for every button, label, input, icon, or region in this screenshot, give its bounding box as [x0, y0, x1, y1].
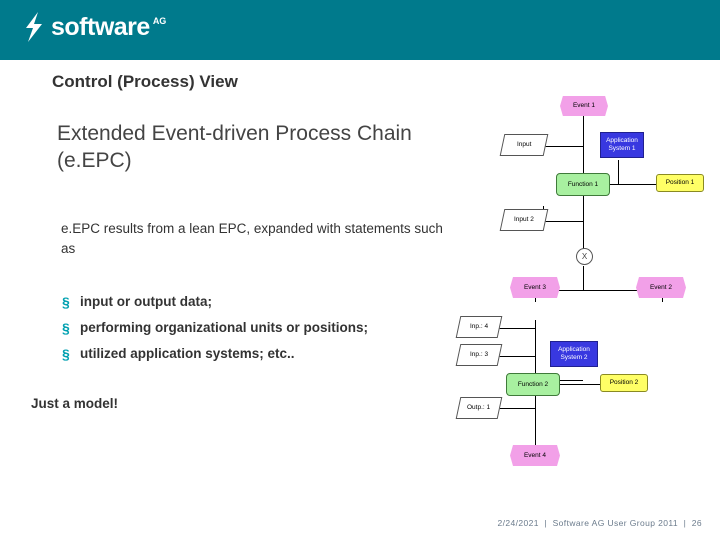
connector [618, 160, 619, 185]
connector [610, 184, 663, 185]
lightning-bolt-icon [22, 12, 46, 42]
diagram-node-function1: Function 1 [556, 173, 610, 196]
eepc-diagram: Event 1 Input Application System 1 Funct… [440, 88, 715, 483]
footer-page-number: 26 [691, 518, 702, 528]
diagram-node-appsys2: Application System 2 [550, 341, 598, 367]
diagram-node-appsys1: Application System 1 [600, 132, 644, 158]
node-label: Inp.: 3 [469, 351, 489, 358]
node-label: Function 1 [567, 180, 599, 188]
diagram-node-function2: Function 2 [506, 373, 560, 396]
node-label: Inp.: 4 [469, 323, 489, 330]
connector [495, 328, 536, 329]
node-label: Position 1 [665, 179, 695, 186]
list-item: § input or output data; [62, 291, 462, 313]
page-title: Control (Process) View [52, 72, 238, 91]
connector [543, 221, 584, 222]
bullet-marker-icon: § [62, 346, 70, 362]
diagram-node-event4: Event 4 [510, 445, 560, 466]
footer-date: 2/24/2021 [497, 518, 539, 528]
node-label: Event 2 [649, 283, 673, 291]
connector [583, 266, 584, 290]
connector [583, 196, 584, 256]
diagram-node-output1: Outp.: 1 [455, 397, 503, 419]
node-label: Event 1 [572, 102, 596, 109]
slide-subtitle: Extended Event-driven Process Chain (e.E… [57, 122, 412, 172]
footer-separator: | [683, 518, 687, 528]
logo-suffix: AG [152, 16, 167, 26]
connector [543, 146, 584, 147]
connector [535, 290, 584, 291]
node-label: Outp.: 1 [467, 404, 491, 411]
closing-line: Just a model! [31, 396, 119, 411]
node-label: Function 2 [517, 380, 549, 388]
connector [558, 384, 603, 385]
footer-source: Software AG User Group 2011 [552, 518, 679, 528]
diagram-node-input2: Input 2 [499, 209, 549, 231]
logo-text: software [51, 13, 150, 41]
diagram-node-position2: Position 2 [600, 374, 648, 392]
bullet-marker-icon: § [62, 320, 70, 336]
connector [535, 393, 536, 451]
connector [583, 290, 663, 291]
diagram-node-operator: X [576, 248, 593, 265]
diagram-node-event2: Event 2 [636, 277, 686, 298]
connector [495, 356, 536, 357]
footer-separator: | [544, 518, 548, 528]
node-label: Position 2 [609, 379, 639, 386]
diagram-node-input4: Inp.: 4 [455, 316, 503, 338]
connector [535, 320, 536, 380]
slide-body-text: e.EPC results from a lean EPC, expanded … [61, 221, 443, 256]
connector [495, 408, 536, 409]
node-label: Input [516, 141, 532, 148]
diagram-node-input1: Input [499, 134, 549, 156]
list-item: § performing organizational units or pos… [62, 317, 462, 339]
node-label: Input 2 [514, 216, 534, 223]
diagram-node-event1: Event 1 [560, 96, 608, 116]
diagram-node-input3: Inp.: 3 [455, 344, 503, 366]
node-label: Application System 1 [606, 137, 638, 152]
bullet-text: input or output data; [80, 294, 212, 309]
header-band: software AG [0, 0, 720, 60]
node-label: Event 4 [523, 451, 547, 459]
diagram-node-position1: Position 1 [656, 174, 704, 192]
footer: 2/24/2021 | Software AG User Group 2011 … [498, 518, 702, 528]
logo: software AG [22, 12, 166, 42]
diagram-node-event3: Event 3 [510, 277, 560, 298]
bullet-text: performing organizational units or posit… [80, 320, 369, 335]
bullet-text: utilized application systems; etc.. [80, 346, 295, 361]
node-label: X [581, 252, 588, 261]
bullet-list: § input or output data; § performing org… [62, 291, 462, 369]
node-label: Application System 2 [558, 346, 590, 361]
bullet-marker-icon: § [62, 294, 70, 310]
list-item: § utilized application systems; etc.. [62, 343, 462, 365]
node-label: Event 3 [523, 283, 547, 291]
connector [583, 116, 584, 184]
